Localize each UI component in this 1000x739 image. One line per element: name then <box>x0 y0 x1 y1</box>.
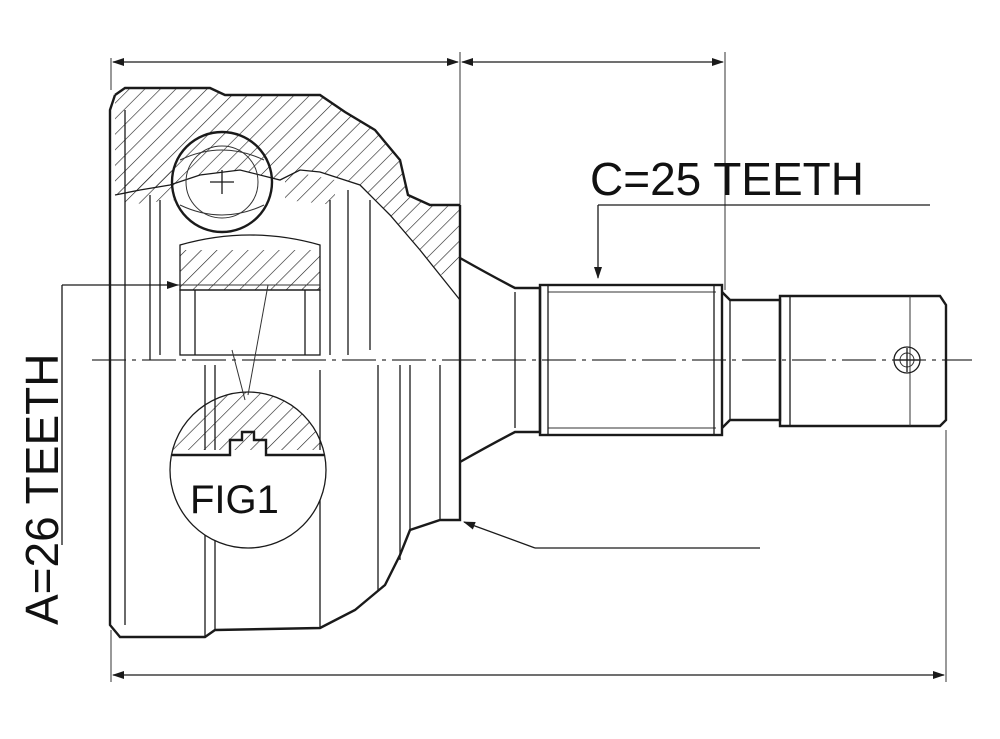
label-fig1: FIG1 <box>190 478 279 522</box>
inner-race <box>125 170 335 356</box>
a-teeth-leader <box>61 281 320 545</box>
top-dimensions <box>110 52 726 290</box>
center-hole-icon <box>893 346 921 374</box>
stem-shaft <box>459 256 948 464</box>
label-a-teeth: A=26 TEETH <box>16 354 68 625</box>
bottom-dimension <box>110 430 947 682</box>
spline-section <box>538 283 724 437</box>
c-teeth-leader <box>594 204 930 279</box>
ball <box>170 130 274 234</box>
label-c-teeth: C=25 TEETH <box>590 153 864 205</box>
